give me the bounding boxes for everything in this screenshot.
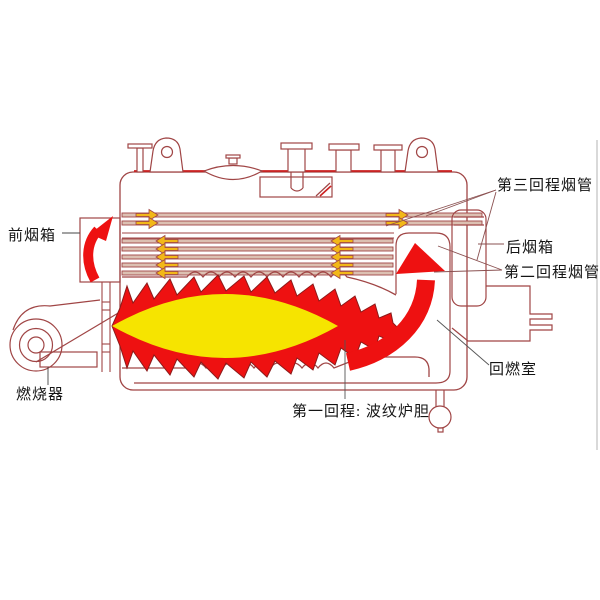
leader-third-pass-b (385, 189, 497, 227)
label-second-pass-tubes: 第二回程烟管 (504, 265, 600, 281)
lifting-lug-right (404, 137, 439, 173)
third-pass-tube (121, 220, 483, 226)
tube-bank (121, 212, 483, 276)
label-burner: 燃烧器 (16, 387, 65, 403)
main-steam-valve (328, 143, 360, 173)
label-rear-smoke-box: 后烟箱 (506, 240, 555, 256)
lifting-lug-left (149, 137, 184, 173)
second-pass-tube (121, 238, 394, 244)
tube-flow-arrows-right (135, 208, 409, 230)
third-pass-tube (121, 212, 483, 218)
label-front-smoke-box: 前烟箱 (8, 228, 57, 244)
leader-third-pass-a (425, 189, 497, 217)
leader-reburn-chamber (436, 319, 490, 366)
leader-third-pass-c (476, 191, 497, 261)
leader-lines (47, 189, 504, 399)
second-pass-tube (121, 246, 394, 252)
leader-second-pass-a (437, 245, 503, 271)
water-level-pipe (127, 143, 153, 173)
burner (9, 299, 131, 372)
burner-fan-ring (18, 327, 54, 363)
gas-flow-arrows (83, 208, 445, 371)
label-reburn-chamber: 回燃室 (489, 362, 538, 378)
burner-mount-plate (101, 282, 111, 372)
label-third-pass-tubes: 第三回程烟管 (497, 178, 594, 194)
top-fittings (127, 137, 439, 198)
drain-valve (428, 390, 452, 433)
second-pass-tube (121, 254, 394, 260)
leader-second-pass-b (433, 269, 503, 273)
manhole (202, 154, 264, 180)
safety-valve (280, 142, 313, 192)
reversal-chamber (134, 232, 451, 384)
second-pass-tube (121, 262, 394, 268)
label-first-pass: 第一回程: 波纹炉胆 (292, 404, 430, 420)
burner-hub (27, 336, 45, 354)
tube-flow-arrows-left (155, 234, 354, 280)
front-smoke-box (79, 217, 121, 283)
second-pass-tube (121, 270, 394, 276)
rear-smoke-box (451, 209, 487, 307)
flame-core (112, 294, 338, 358)
flame (111, 274, 399, 380)
front-upflow-arrow (83, 216, 113, 283)
flue-outlet-duct (451, 285, 553, 342)
auxiliary-valve (373, 144, 403, 173)
steam-dry-pipe-box (259, 176, 333, 198)
reversal-upflow-arrow (345, 243, 445, 371)
